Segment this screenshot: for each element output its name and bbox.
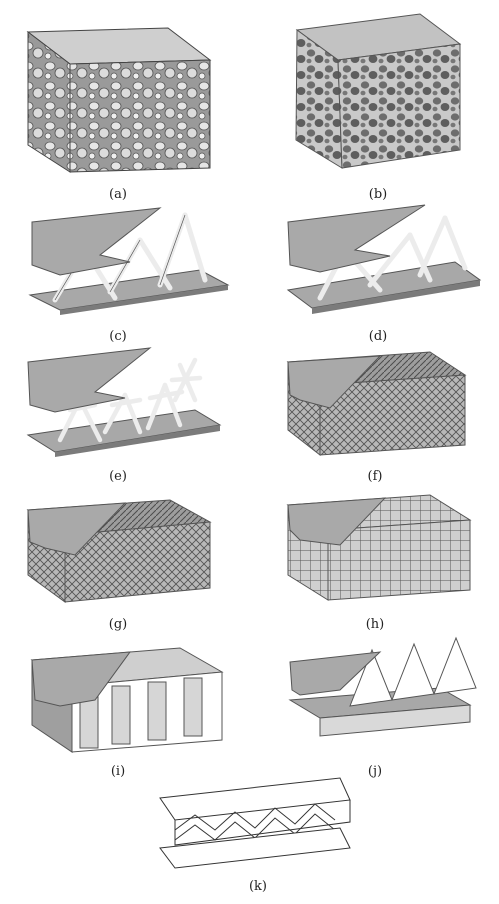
panel-j-prismatic	[288, 636, 477, 737]
caption-f: (f)	[368, 469, 383, 484]
panel-b-closed-foam	[295, 13, 462, 169]
caption-j: (j)	[368, 764, 382, 779]
caption-h: (h)	[366, 617, 385, 632]
caption-i: (i)	[111, 764, 125, 779]
panel-e-kagome-truss	[26, 347, 222, 457]
caption-a: (a)	[109, 187, 127, 202]
caption-k: (k)	[249, 879, 267, 894]
panel-i-honeycomb	[30, 647, 224, 753]
panel-g-diamond-collinear	[26, 499, 212, 603]
panel-d-tetrahedral-truss	[286, 204, 482, 314]
caption-g: (g)	[109, 617, 127, 632]
caption-d: (d)	[369, 329, 387, 344]
panel-c-pyramidal-truss	[28, 207, 230, 315]
caption-e: (e)	[109, 469, 127, 484]
panel-h-square-collinear	[286, 494, 472, 601]
caption-c: (c)	[109, 329, 126, 344]
panel-f-diamond-textile	[286, 351, 467, 457]
caption-b: (b)	[369, 187, 387, 202]
panel-k-corrugated	[159, 777, 351, 869]
panel-a-open-foam	[26, 27, 212, 173]
